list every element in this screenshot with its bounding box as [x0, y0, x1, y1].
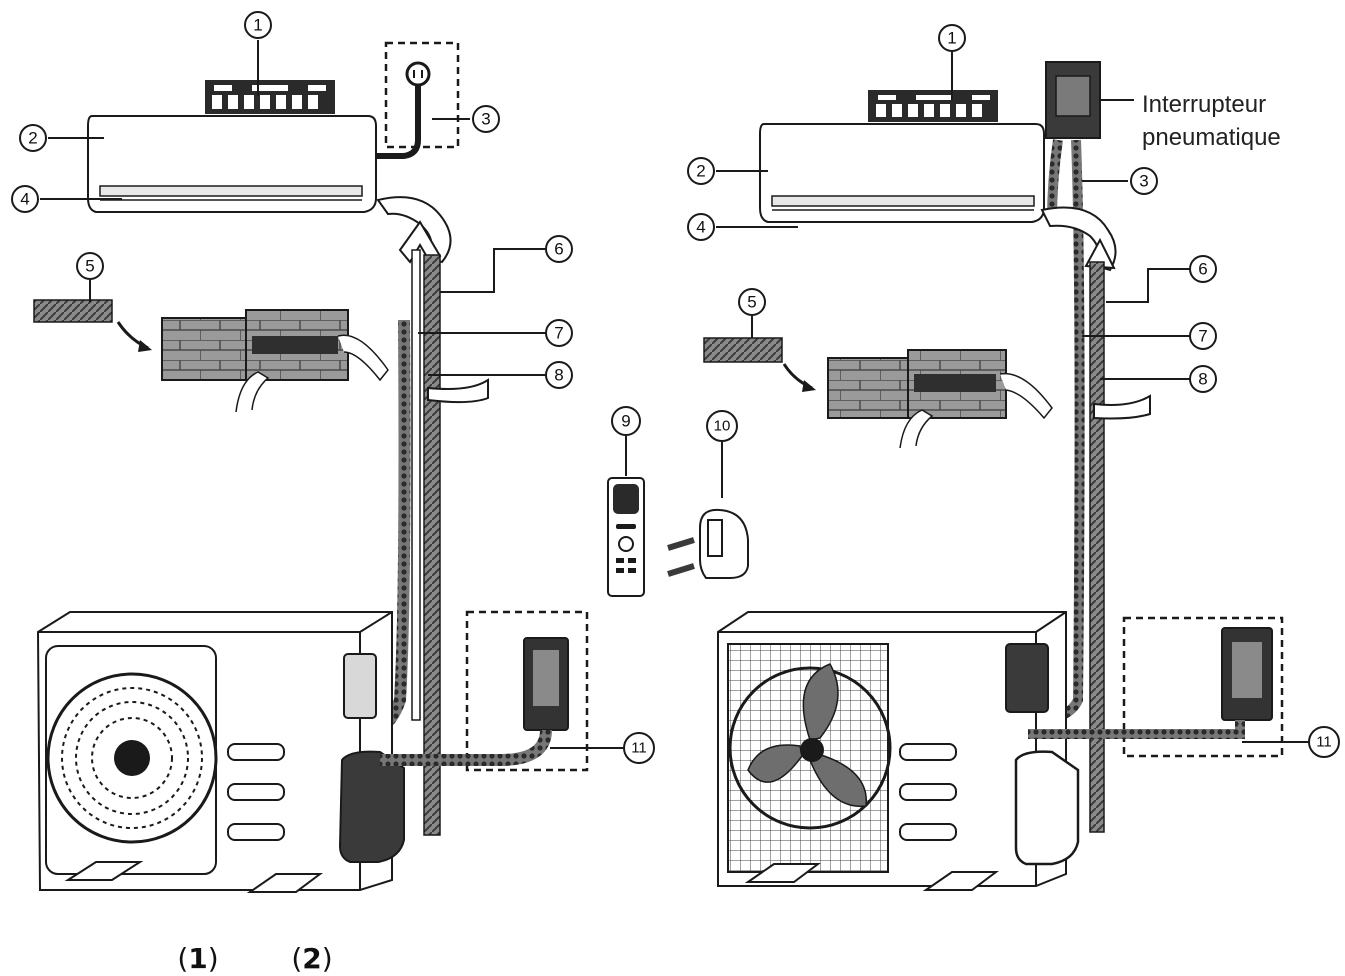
- callout-8-left: 8: [545, 361, 573, 389]
- caption-2-number: 2: [302, 942, 321, 975]
- remote-holder: [667, 508, 749, 579]
- remote-control: [607, 477, 645, 597]
- callout-3-right: 3: [1130, 167, 1158, 195]
- air-switch-label-line2: pneumatique: [1142, 124, 1281, 151]
- left-diagram: [33, 41, 589, 893]
- callout-7-right: 7: [1189, 322, 1217, 350]
- svg-text:1: 1: [947, 29, 956, 48]
- mounting-plate-left: [205, 80, 335, 114]
- piping-right: [1039, 139, 1151, 833]
- callout-2-left: 2: [19, 124, 47, 152]
- callout-5-left: 5: [76, 252, 104, 280]
- callout-6-left: 6: [545, 235, 573, 263]
- svg-text:6: 6: [1198, 260, 1207, 279]
- svg-text:5: 5: [85, 257, 94, 276]
- right-diagram: [703, 61, 1284, 891]
- callout-badges: 1 2 3 4 5 6 7 8 9 10 11 1 2 3 4 5 6 7 8 …: [11, 11, 1340, 764]
- svg-text:8: 8: [1198, 370, 1207, 389]
- filter-left: [33, 299, 389, 413]
- callout-leaders: [40, 40, 1310, 749]
- callout-11-left: 11: [623, 732, 655, 764]
- svg-text:5: 5: [747, 293, 756, 312]
- callout-6-right: 6: [1189, 255, 1217, 283]
- caption-1: (1): [177, 942, 218, 975]
- callout-3-left: 3: [472, 105, 500, 133]
- svg-text:10: 10: [714, 418, 731, 435]
- svg-text:3: 3: [1139, 172, 1148, 191]
- svg-text:4: 4: [696, 218, 705, 237]
- indoor-unit-left: [87, 115, 377, 213]
- callout-7-left: 7: [545, 319, 573, 347]
- svg-text:7: 7: [554, 324, 563, 343]
- outdoor-unit-right: [717, 611, 1080, 891]
- svg-text:2: 2: [28, 129, 37, 148]
- svg-text:11: 11: [631, 740, 647, 757]
- svg-text:2: 2: [696, 162, 705, 181]
- svg-text:4: 4: [20, 190, 29, 209]
- callout-4-right: 4: [687, 213, 715, 241]
- svg-text:7: 7: [1198, 327, 1207, 346]
- air-switch-label: Interrupteur pneumatique: [1142, 91, 1281, 151]
- callout-5-right: 5: [738, 288, 766, 316]
- svg-text:3: 3: [481, 110, 490, 129]
- figure-captions: (1) (2): [177, 942, 332, 975]
- callout-2-right: 2: [687, 157, 715, 185]
- callout-8-right: 8: [1189, 365, 1217, 393]
- svg-text:1: 1: [253, 16, 262, 35]
- mounting-plate-right: [868, 90, 998, 122]
- callout-10: 10: [706, 410, 738, 442]
- remote-and-holder: [607, 477, 749, 597]
- outdoor-unit-left: [36, 611, 405, 893]
- svg-text:8: 8: [554, 366, 563, 385]
- callout-11-right: 11: [1308, 726, 1340, 758]
- callout-4-left: 4: [11, 185, 39, 213]
- callout-1-left: 1: [244, 11, 272, 39]
- air-switch: [1045, 61, 1134, 139]
- plug-box-left: [376, 41, 460, 159]
- indoor-unit-right: [759, 123, 1045, 223]
- caption-2: (2): [291, 942, 332, 975]
- air-switch-label-line1: Interrupteur: [1142, 91, 1266, 118]
- svg-text:11: 11: [1316, 734, 1332, 751]
- breaker-right: [1028, 616, 1284, 758]
- callout-1-right: 1: [938, 24, 966, 52]
- filter-right: [703, 337, 1053, 449]
- caption-1-number: 1: [188, 942, 207, 975]
- breaker-left: [380, 610, 589, 772]
- callout-9: 9: [611, 406, 641, 436]
- svg-text:6: 6: [554, 240, 563, 259]
- svg-text:9: 9: [621, 412, 630, 431]
